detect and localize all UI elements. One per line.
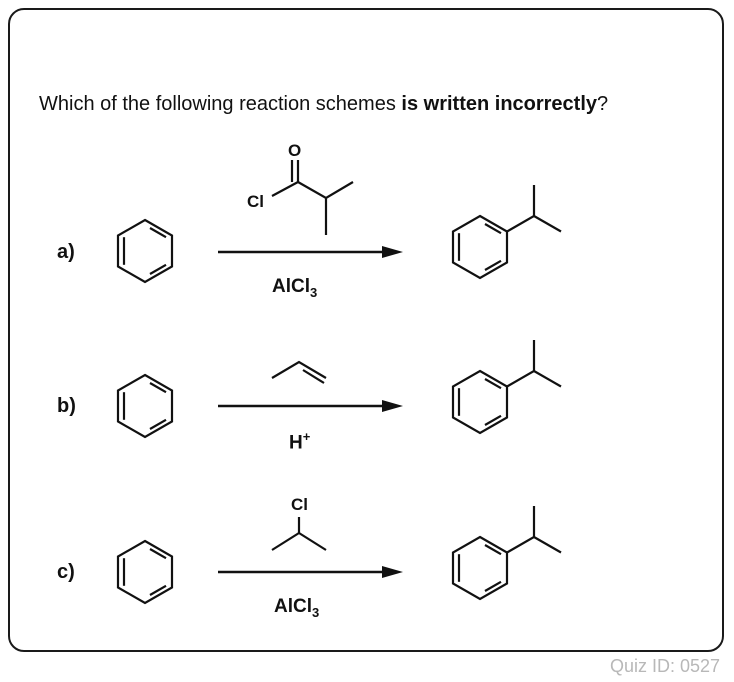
quiz-id: Quiz ID: 0527 — [609, 656, 720, 676]
question-text: Which of the following reaction schemes … — [39, 93, 608, 116]
product-structure-b — [451, 338, 563, 435]
scheme-label-b: b) — [57, 395, 76, 417]
product-structure-c — [451, 504, 563, 601]
reagent-below-b: H+ — [289, 429, 311, 454]
scheme-label-c: c) — [57, 561, 75, 583]
arrowhead-a — [382, 246, 403, 258]
question-suffix: ? — [597, 93, 609, 115]
question-prefix: Which of the following reaction schemes — [39, 93, 402, 115]
reagent-below-a: AlCl3 — [272, 276, 318, 300]
propene-structure — [271, 360, 327, 384]
reagent-below-c: AlCl3 — [274, 596, 320, 620]
arrowhead-c — [382, 566, 403, 578]
quiz-card — [8, 8, 724, 652]
acyl-chlorine-atom: Cl — [247, 192, 264, 211]
isopropyl-chloride-structure — [271, 517, 327, 551]
product-structure-a — [451, 183, 563, 280]
benzene-structure-c — [116, 539, 174, 605]
scheme-label-a: a) — [57, 241, 75, 263]
carbonyl-oxygen-atom: O — [288, 141, 302, 160]
alkyl-chlorine-atom: Cl — [291, 495, 308, 514]
arrowhead-b — [382, 400, 403, 412]
benzene-structure-a — [116, 218, 174, 284]
question-emphasis: is written incorrectly — [401, 93, 598, 115]
benzene-structure-b — [116, 373, 174, 439]
acyl-chloride-structure — [271, 160, 354, 235]
